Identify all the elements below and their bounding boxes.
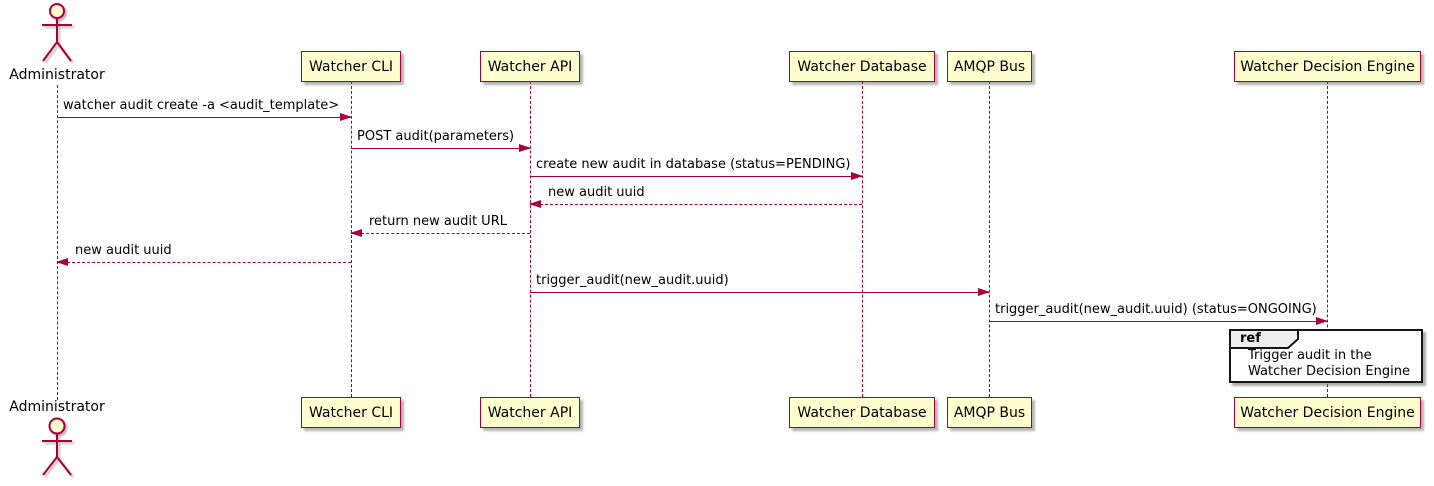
participant-label: Watcher API [487, 58, 573, 75]
participant-label: AMQP Bus [953, 58, 1026, 75]
lifeline-administrator [57, 85, 58, 400]
lifeline-watcher-database [862, 81, 863, 397]
ref-text-line1: Trigger audit in the [1248, 348, 1372, 363]
participant-label: Watcher Decision Engine [1240, 404, 1415, 421]
ref-fragment: ref Trigger audit in the Watcher Decisio… [1229, 329, 1423, 383]
participant-watcher-decision-engine-bottom: Watcher Decision Engine [1234, 397, 1421, 428]
message-label: trigger_audit(new_audit.uuid) [536, 273, 729, 288]
message-label: new audit uuid [75, 243, 172, 258]
participant-label: Watcher Database [797, 404, 927, 421]
participant-label: Watcher CLI [308, 58, 394, 75]
arrow-left-icon [350, 229, 362, 237]
message-line [351, 148, 530, 149]
message-line [989, 321, 1327, 322]
participant-watcher-api-top: Watcher API [480, 51, 580, 82]
ref-text-line2: Watcher Decision Engine [1248, 364, 1410, 379]
message-line [57, 117, 351, 118]
ref-tab-pentagon-icon [1229, 329, 1299, 349]
participant-label: Watcher Decision Engine [1240, 58, 1415, 75]
actor-label-bottom: Administrator [9, 399, 105, 415]
arrow-right-icon [978, 288, 990, 296]
actor-label-top: Administrator [9, 67, 105, 83]
participant-label: Watcher CLI [308, 404, 394, 421]
participant-watcher-database-top: Watcher Database [789, 51, 935, 82]
message-line [530, 176, 862, 177]
message-line [530, 292, 989, 293]
participant-label: Watcher API [487, 404, 573, 421]
arrow-right-icon [1316, 317, 1328, 325]
message-label: create new audit in database (status=PEN… [536, 157, 851, 172]
arrow-left-icon [56, 258, 68, 266]
message-label: return new audit URL [369, 214, 507, 229]
ref-keyword: ref [1240, 331, 1261, 346]
message-label: new audit uuid [548, 185, 645, 200]
participant-label: AMQP Bus [953, 404, 1026, 421]
arrow-right-icon [340, 113, 352, 121]
participant-amqp-bus-top: AMQP Bus [947, 51, 1032, 82]
message-line [530, 204, 862, 205]
lifeline-amqp-bus [989, 81, 990, 397]
participant-watcher-database-bottom: Watcher Database [789, 397, 935, 428]
ref-body: Trigger audit in the Watcher Decision En… [1248, 348, 1410, 380]
participant-watcher-api-bottom: Watcher API [480, 397, 580, 428]
arrow-left-icon [529, 200, 541, 208]
participant-amqp-bus-bottom: AMQP Bus [947, 397, 1032, 428]
participant-label: Watcher Database [797, 58, 927, 75]
actor-icon [42, 417, 72, 476]
message-label: POST audit(parameters) [357, 129, 515, 144]
message-label: trigger_audit(new_audit.uuid) (status=ON… [995, 302, 1317, 317]
message-label: watcher audit create -a <audit_template> [63, 98, 340, 113]
message-line [57, 262, 351, 263]
arrow-right-icon [851, 172, 863, 180]
lifeline-watcher-decision-engine [1327, 81, 1328, 397]
arrow-right-icon [519, 144, 531, 152]
participant-watcher-cli-bottom: Watcher CLI [301, 397, 401, 428]
lifeline-watcher-api [530, 81, 531, 397]
message-line [351, 233, 530, 234]
lifeline-watcher-cli [351, 81, 352, 397]
participant-watcher-decision-engine-top: Watcher Decision Engine [1234, 51, 1421, 82]
actor-icon [42, 3, 72, 62]
participant-watcher-cli-top: Watcher CLI [301, 51, 401, 82]
